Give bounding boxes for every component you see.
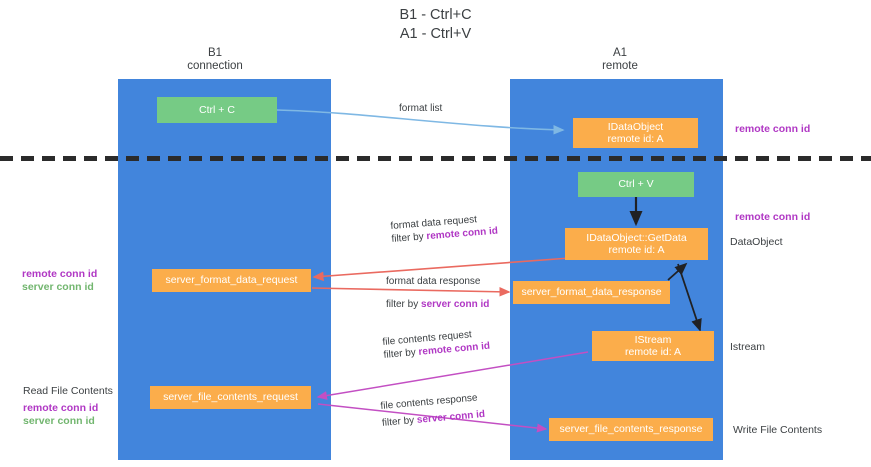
node-idataobject[interactable]: IDataObject remote id: A [573,118,698,148]
column-header-b1-sub: connection [187,60,243,72]
edge-label-format-data-response-text: format data response [386,276,481,287]
page-title: B1 - Ctrl+C A1 - Ctrl+V [0,6,871,44]
node-istream-line1: IStream [634,333,672,346]
edge-label-format-list-text: format list [399,103,443,114]
right-label-write-file-contents: Write File Contents [733,424,823,436]
edge-label-format-list: format list [399,102,442,115]
section-divider [0,156,871,161]
filter-qualifier-4: server conn id [416,408,486,426]
filter-qualifier-2: server conn id [421,299,490,310]
node-server-format-data-request-label: server_format_data_request [165,274,298,287]
column-header-b1: B1 connection [155,47,275,73]
column-header-a1-sub: remote [602,60,638,72]
edge-label-file-contents-response: file contents response filter by server … [380,391,486,430]
left-label-remote-conn-id-2: remote conn id [23,402,99,414]
filter-prefix-3: filter by [383,346,420,361]
left-label-server-conn-id: server conn id [22,281,94,293]
node-istream-line2: remote id: A [624,346,682,358]
edge-label-format-data-response: format data response filter by server co… [386,275,489,311]
node-ctrl-v-line1: Ctrl + V [618,178,654,191]
node-server-format-data-request[interactable]: server_format_data_request [152,269,311,292]
filter-prefix-1: filter by [391,231,427,245]
right-label-istream: Istream [730,341,766,353]
edge-label-format-data-request: format data request filter by remote con… [390,212,498,246]
edge-label-file-contents-request: file contents request filter by remote c… [382,327,491,362]
left-label-server-conn-id-2: server conn id [23,415,95,427]
node-server-format-data-response[interactable]: server_format_data_response [513,281,670,304]
column-header-a1-name: A1 [612,47,628,59]
node-server-file-contents-response[interactable]: server_file_contents_response [549,418,713,441]
edge-label-format-data-response-filter: filter by server conn id [386,298,489,311]
filter-prefix-4: filter by [381,414,418,429]
filter-prefix-2: filter by [386,299,422,310]
node-server-file-contents-request-label: server_file_contents_request [163,391,298,404]
node-idataobject-line1: IDataObject [607,120,664,133]
node-getdata-line1: IDataObject::GetData [586,231,687,244]
node-ctrl-c[interactable]: Ctrl + C [157,97,277,123]
node-getdata-line2: remote id: A [608,244,665,256]
title-line-1: B1 - Ctrl+C [399,7,472,23]
column-header-b1-name: B1 [207,47,223,59]
node-idataobject-line2: remote id: A [607,133,664,145]
node-server-file-contents-response-label: server_file_contents_response [559,423,703,436]
node-getdata[interactable]: IDataObject::GetData remote id: A [565,228,708,260]
node-server-file-contents-request[interactable]: server_file_contents_request [150,386,311,409]
node-server-format-data-response-label: server_format_data_response [521,286,662,299]
right-label-dataobject: DataObject [730,236,783,248]
right-label-remote-conn-id-mid: remote conn id [735,211,811,223]
right-label-remote-conn-id-top: remote conn id [735,123,811,135]
node-ctrl-v[interactable]: Ctrl + V [578,172,694,197]
node-istream[interactable]: IStream remote id: A [592,331,714,361]
node-ctrl-c-line1: Ctrl + C [199,103,235,116]
left-label-remote-conn-id: remote conn id [22,268,98,280]
column-header-a1: A1 remote [560,47,680,73]
left-label-read-file-contents: Read File Contents [23,385,113,397]
title-line-2: A1 - Ctrl+V [399,26,472,42]
